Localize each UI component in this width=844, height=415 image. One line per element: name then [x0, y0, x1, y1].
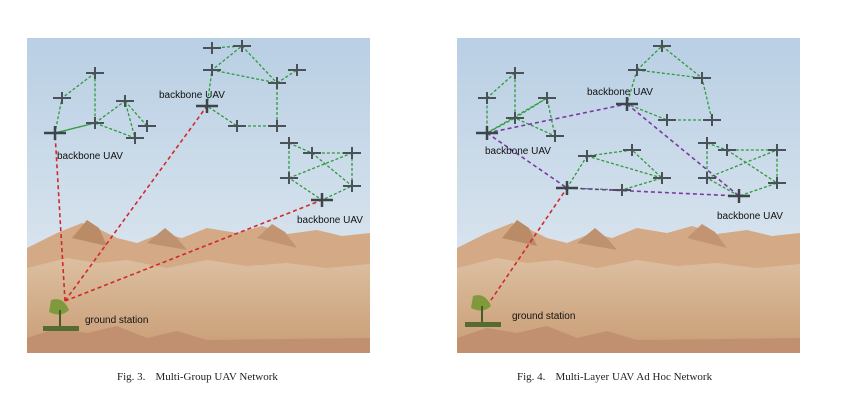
figure-4-number: Fig. 4.	[517, 371, 546, 383]
uav-icon	[546, 130, 564, 142]
uav-icon	[768, 177, 786, 189]
uav-icon	[233, 40, 251, 52]
uav-icon	[86, 117, 104, 129]
fig4-diagram: backbone UAV backbone UAV backbone UAV g…	[457, 38, 800, 353]
uav-icon	[478, 92, 496, 104]
uav-icon	[698, 172, 716, 184]
uav-icon	[138, 120, 156, 132]
uav-icon	[280, 137, 298, 149]
uav-icon	[556, 181, 578, 195]
uav-icon	[703, 114, 721, 126]
uav-icon	[538, 92, 556, 104]
uav-icon	[653, 40, 671, 52]
uav-icon	[126, 132, 144, 144]
desert-mountains	[457, 220, 800, 353]
ground-links	[54, 105, 323, 302]
uav-icon	[718, 144, 736, 156]
uav-icon	[653, 172, 671, 184]
figure-4-caption: Fig. 4. Multi-Layer UAV Ad Hoc Network	[517, 371, 712, 383]
uav-icon	[116, 95, 134, 107]
uav-icon	[728, 189, 750, 203]
satellite-dish-icon	[43, 299, 79, 331]
uav-icon	[288, 64, 306, 76]
uav-icon	[268, 120, 286, 132]
backbone-uav-label-left: backbone UAV	[57, 151, 123, 162]
uav-icon	[311, 193, 333, 207]
uav-icon	[616, 97, 638, 111]
backbone-uav-label-center: backbone UAV	[587, 87, 653, 98]
figure-3-title: Multi-Group UAV Network	[155, 371, 278, 383]
uav-icon	[343, 180, 361, 192]
uav-icon	[768, 144, 786, 156]
uav-icon	[506, 67, 524, 79]
uav-icon	[203, 64, 221, 76]
uav-group	[476, 40, 786, 203]
backbone-uav-label-right: backbone UAV	[717, 211, 783, 222]
uav-icon	[53, 92, 71, 104]
uav-group	[44, 40, 361, 207]
figure-3-number: Fig. 3.	[117, 371, 146, 383]
uav-icon	[506, 112, 524, 124]
uav-icon	[44, 126, 66, 140]
uav-icon	[268, 77, 286, 89]
uav-icon	[578, 150, 596, 162]
figure-4-title: Multi-Layer UAV Ad Hoc Network	[555, 371, 713, 383]
ground-station-label: ground station	[512, 311, 575, 322]
satellite-dish-icon	[465, 295, 501, 327]
backbone-links	[486, 103, 740, 197]
uav-icon	[303, 147, 321, 159]
backbone-uav-label-right: backbone UAV	[297, 215, 363, 226]
backbone-uav-label-left: backbone UAV	[485, 146, 551, 157]
uav-icon	[613, 184, 631, 196]
uav-icon	[623, 144, 641, 156]
uav-icon	[698, 137, 716, 149]
uav-icon	[203, 42, 221, 54]
desert-mountains	[27, 220, 370, 353]
uav-icon	[628, 64, 646, 76]
uav-icon	[658, 114, 676, 126]
fig3-diagram: backbone UAV backbone UAV backbone UAV g…	[27, 38, 370, 353]
figure-3-caption: Fig. 3. Multi-Group UAV Network	[117, 371, 278, 383]
uav-icon	[476, 126, 498, 140]
uav-icon	[280, 172, 298, 184]
uav-icon	[693, 72, 711, 84]
uav-icon	[228, 120, 246, 132]
backbone-uav-label-center: backbone UAV	[159, 90, 225, 101]
figure-multi-group-uav-network: backbone UAV backbone UAV backbone UAV g…	[27, 38, 370, 353]
uav-icon	[86, 67, 104, 79]
uav-icon	[196, 99, 218, 113]
ground-station-label: ground station	[85, 315, 148, 326]
ground-links	[486, 187, 568, 307]
uav-icon	[343, 147, 361, 159]
figure-multi-layer-uav-ad-hoc-network: backbone UAV backbone UAV backbone UAV g…	[457, 38, 800, 353]
